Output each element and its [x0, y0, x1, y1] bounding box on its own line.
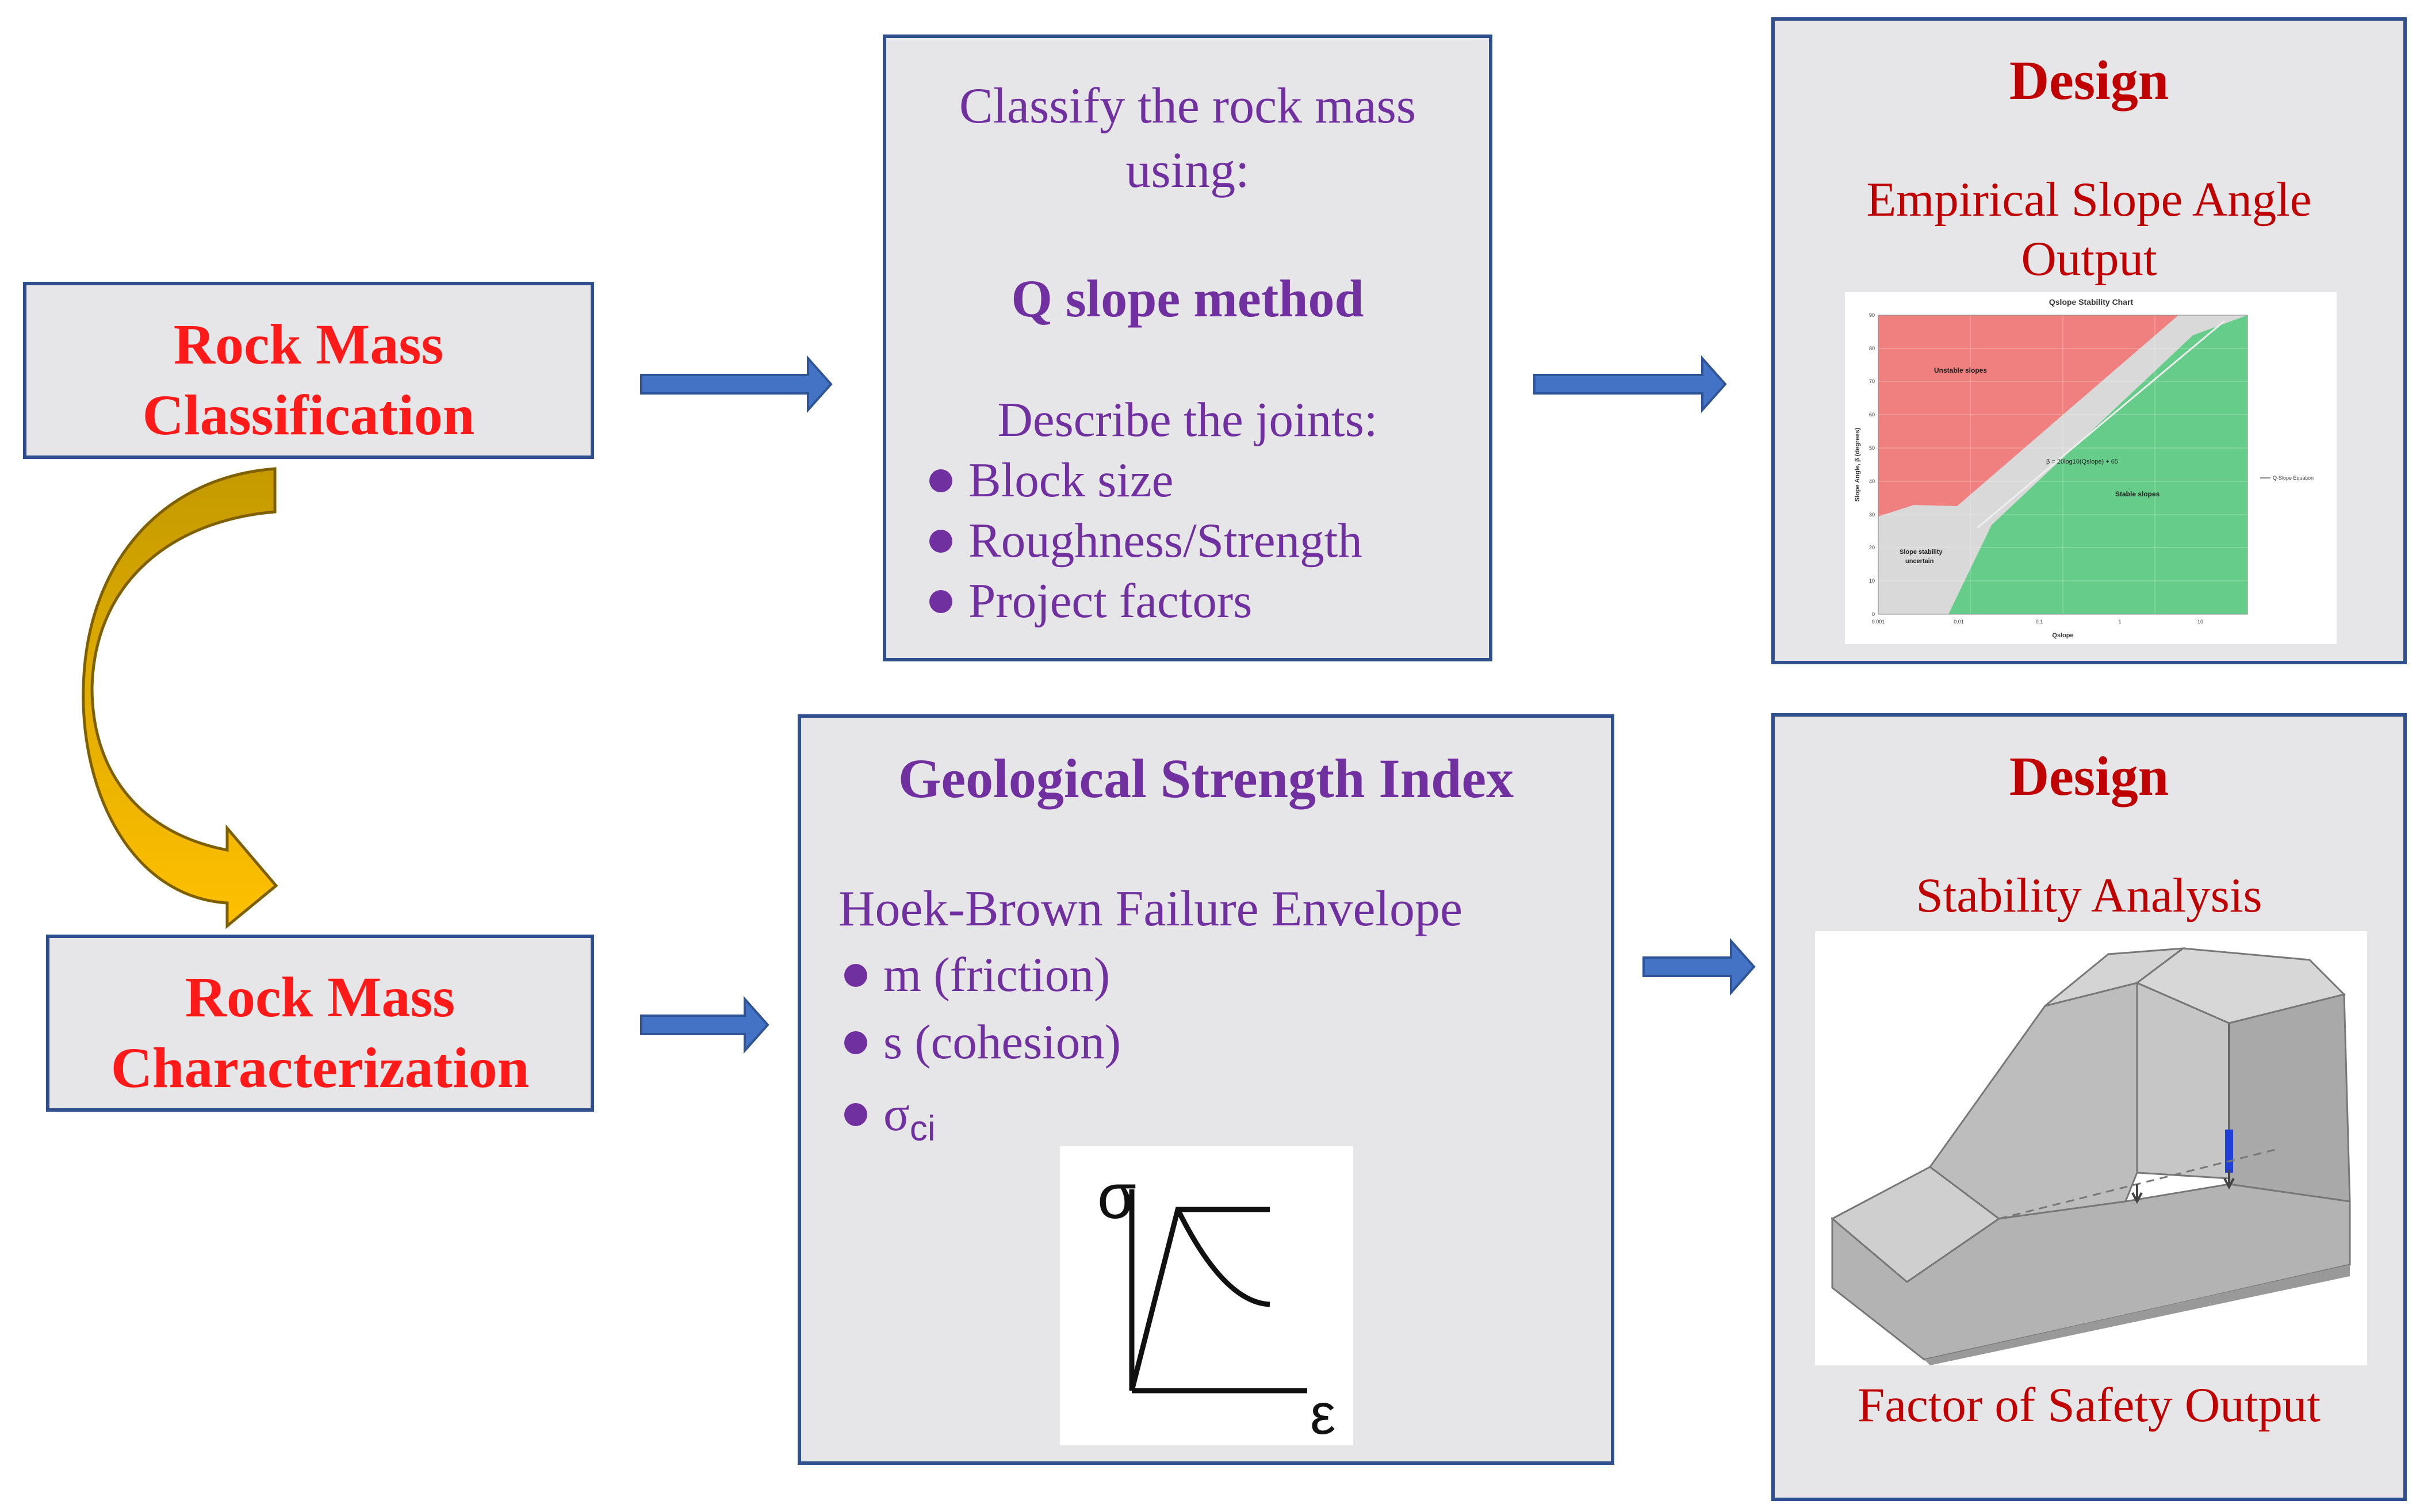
q-slope-box: Classify the rock mass using: Q slope me…	[883, 35, 1492, 661]
stress-strain-diagram: σ ε	[1060, 1146, 1353, 1446]
equation-label: β = 20log10(Qslope) + 65	[2046, 458, 2118, 465]
uncertain-label-1: Slope stability	[1900, 549, 1943, 556]
chart-xlabel: Qslope	[2052, 632, 2073, 639]
design-top-title: Design	[2009, 49, 2169, 111]
design-bottom-subtitle: Stability Analysis	[1916, 868, 2262, 922]
gsi-bullet-sigma-ci: σci	[844, 1086, 936, 1149]
epsilon-label: ε	[1310, 1382, 1336, 1445]
qslope-equation-line	[1977, 320, 2225, 529]
bullet-dot	[929, 529, 952, 553]
bullet-dot	[844, 1103, 867, 1126]
slope-model-image	[1815, 931, 2367, 1365]
y-tick: 30	[1869, 512, 1875, 518]
classification-box: Rock Mass Classification	[23, 282, 594, 459]
arrow-q-to-design	[1533, 355, 1727, 414]
plot-frame	[1878, 315, 2248, 615]
classification-line2: Classification	[142, 383, 475, 447]
y-tick-labels: 90 80 70 60 50 40 30 20 10 0	[1869, 312, 1875, 617]
q-bullet-text: Block size	[968, 453, 1174, 507]
arrow-gsi-to-design	[1642, 937, 1756, 996]
design-top-subtitle1: Empirical Slope Angle	[1866, 173, 2312, 227]
q-describe: Describe the joints:	[997, 393, 1378, 447]
gsi-bullet-s: s (cohesion)	[844, 1014, 1121, 1070]
design-top-box: Design Empirical Slope Angle Output Qslo…	[1771, 17, 2407, 664]
x-tick: 0.001	[1872, 619, 1885, 625]
y-tick: 20	[1869, 545, 1875, 550]
gsi-title: Geological Strength Index	[898, 748, 1514, 809]
slope-face	[1928, 982, 2138, 1220]
residual-curve	[1175, 1208, 1270, 1307]
bullet-dot	[929, 590, 952, 613]
characterization-line1: Rock Mass	[185, 965, 455, 1029]
q-method: Q slope method	[1011, 269, 1364, 328]
x-tick: 0.01	[1954, 619, 1964, 625]
design-bottom-title: Design	[2009, 745, 2169, 807]
bullet-dot	[844, 1031, 867, 1054]
uncertain-label-2: uncertain	[1905, 558, 1934, 565]
base-shadow	[1924, 1265, 2350, 1365]
sigma-label: σ	[1097, 1161, 1136, 1232]
characterization-line2: Characterization	[110, 1036, 530, 1100]
front-base	[1831, 1183, 2351, 1361]
x-tick: 0.1	[2036, 619, 2043, 625]
y-tick: 80	[1869, 346, 1875, 351]
q-bullet-block-size: Block size	[929, 452, 1173, 508]
sigma-symbol: σ	[883, 1087, 910, 1141]
sigma-subscript: ci	[909, 1109, 936, 1149]
y-tick: 60	[1869, 412, 1875, 418]
y-tick: 50	[1869, 445, 1875, 451]
y-tick: 10	[1869, 578, 1875, 584]
bullet-dot	[844, 963, 867, 987]
x-tick: 1	[2118, 619, 2121, 625]
gsi-bullet-text: s (cohesion)	[883, 1015, 1121, 1069]
design-bottom-box: Design Stability Analysis	[1771, 713, 2407, 1501]
q-bullet-project-factors: Project factors	[929, 573, 1252, 629]
q-bullet-roughness: Roughness/Strength	[929, 512, 1362, 569]
qslope-chart-svg: Qslope Stability Chart 90 80 70 60 50	[1854, 297, 2314, 639]
x-tick: 10	[2197, 619, 2203, 625]
stable-label: Stable slopes	[2115, 490, 2160, 498]
design-top-subtitle2: Output	[2021, 232, 2157, 286]
force-arrows	[2131, 1170, 2235, 1204]
arrow-classification-to-q	[640, 355, 833, 414]
q-intro-line1: Classify the rock mass	[959, 78, 1416, 134]
legend-label: Q-Slope Equation	[2273, 475, 2314, 481]
chart-grid	[1878, 315, 2247, 614]
y-tick: 40	[1869, 479, 1875, 484]
unstable-label: Unstable slopes	[1934, 366, 1987, 374]
bullet-dot	[929, 469, 952, 492]
gsi-bullet-m: m (friction)	[844, 947, 1110, 1003]
classification-line1: Rock Mass	[173, 312, 444, 376]
q-bullet-text: Project factors	[968, 574, 1253, 628]
unstable-region	[1878, 315, 2178, 516]
gsi-envelope: Hoek-Brown Failure Envelope	[838, 881, 1463, 937]
right-side-face	[2228, 993, 2351, 1203]
design-bottom-footer: Factor of Safety Output	[1858, 1378, 2321, 1432]
q-intro-line2: using:	[1125, 143, 1250, 198]
y-tick: 90	[1869, 312, 1875, 318]
chart-ylabel: Slope Angle, β (degrees)	[1854, 427, 1861, 502]
gsi-bullet-text: m (friction)	[883, 948, 1111, 1002]
stress-strain-svg: σ ε	[1097, 1161, 1336, 1446]
qslope-chart: Qslope Stability Chart 90 80 70 60 50	[1845, 292, 2337, 644]
slope-model-svg	[1831, 947, 2351, 1365]
characterization-box: Rock Mass Characterization	[46, 935, 594, 1112]
water-in-crack	[2225, 1130, 2233, 1173]
chart-title: Qslope Stability Chart	[2049, 297, 2134, 307]
gsi-box: Geological Strength Index Hoek-Brown Fai…	[798, 714, 1614, 1465]
arrow-characterization-to-gsi	[640, 996, 769, 1054]
x-tick-labels: 0.001 0.01 0.1 1 10	[1872, 619, 2203, 625]
q-bullet-text: Roughness/Strength	[968, 514, 1362, 568]
stable-region	[1948, 315, 2247, 614]
y-tick: 0	[1872, 611, 1875, 617]
y-tick: 70	[1869, 378, 1875, 384]
curved-arrow-classification-to-characterization	[82, 467, 278, 929]
